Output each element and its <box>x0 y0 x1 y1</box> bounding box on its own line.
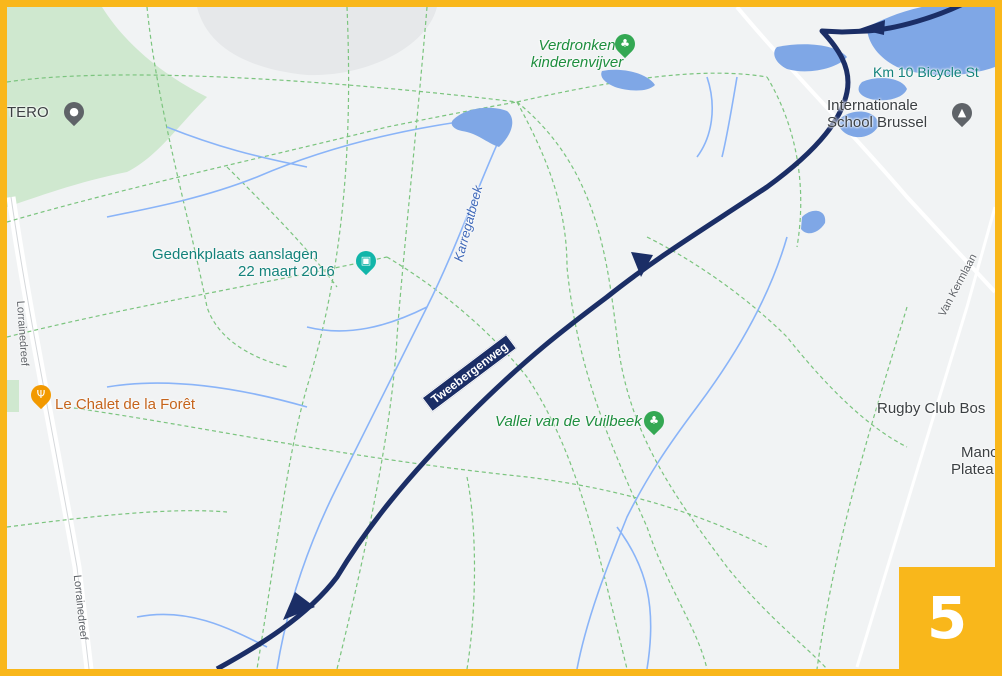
map-base-layer <box>7 7 995 669</box>
route-direction-arrow <box>283 592 315 620</box>
place-label-km10: Km 10 Bicycle St <box>873 64 979 80</box>
school-pin-icon[interactable]: ▲ <box>947 98 977 128</box>
route-direction-arrow <box>631 252 653 277</box>
place-label-tero: TERO <box>7 104 49 121</box>
park-area <box>7 7 207 207</box>
road-van-kermlaan <box>855 206 995 668</box>
place-label-verdronken: Verdronken kinderenvijver <box>530 37 624 71</box>
restaurant-pin-icon[interactable]: Ψ <box>26 380 56 410</box>
place-label-chalet: Le Chalet de la Forêt <box>55 396 196 413</box>
road-lorrainedreef-edge <box>10 196 90 669</box>
place-label-gedenkplaats-line2: 22 maart 2016 <box>238 263 335 280</box>
place-label-rugby: Rugby Club Bos <box>877 400 986 417</box>
place-label-gedenkplaats-line1: Gedenkplaats aanslagen <box>152 246 318 263</box>
place-label-mano-line2: Platea <box>951 461 994 478</box>
route-direction-arrow <box>859 20 885 35</box>
clearing-area <box>197 7 437 76</box>
map-canvas[interactable]: TERO ● Verdronken kinderenvijver ♣ Km 10… <box>7 7 995 669</box>
place-label-vallei: Vallei van de Vuilbeek <box>495 413 642 430</box>
map-pin-icon[interactable]: ● <box>59 97 89 127</box>
park-patch <box>7 380 19 412</box>
monument-pin-icon[interactable]: ▣ <box>351 246 381 276</box>
streams <box>106 76 788 669</box>
step-number-badge: 5 <box>899 567 995 669</box>
tree-pin-icon[interactable]: ♣ <box>639 406 669 436</box>
place-label-mano-line1: Manc <box>961 444 995 461</box>
place-label-school: Internationale School Brussel <box>827 97 928 131</box>
road-east <box>735 7 995 294</box>
tree-pin-icon[interactable]: ♣ <box>610 29 640 59</box>
